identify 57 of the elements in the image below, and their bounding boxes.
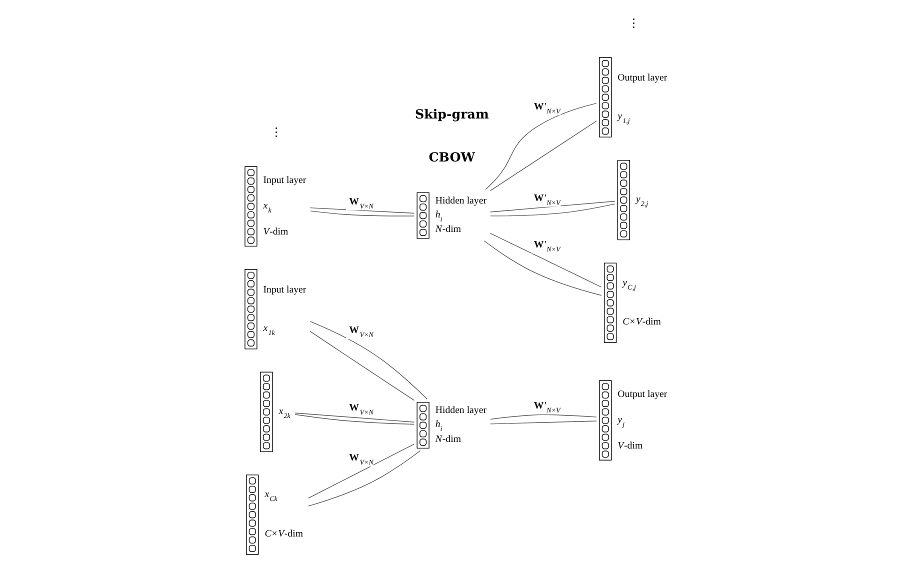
node-bar (416, 402, 430, 449)
node-label: C×V-dim (622, 316, 661, 328)
node-bar (244, 269, 258, 350)
connector (294, 412, 415, 422)
edge-label: W'$_{N×V}$ (534, 400, 560, 415)
connector (490, 200, 616, 212)
connector (490, 120, 597, 192)
node-label: Input layer (263, 174, 306, 186)
connector (294, 414, 414, 425)
label: CBOW (428, 149, 475, 164)
node-label: Output layer (618, 388, 668, 400)
connector (484, 240, 602, 296)
node-label: x$_{1k}$ (263, 322, 275, 337)
node-label: Output layer (618, 72, 668, 84)
node-label: Input layer (263, 284, 306, 296)
node-label: x$_{k}$ (263, 200, 272, 214)
label: ⋮ (270, 126, 282, 139)
node-label: Hidden layer (435, 405, 487, 416)
node-bar (416, 192, 430, 239)
edge-label: W'$_{N×V}$ (534, 192, 560, 207)
connector (490, 414, 597, 420)
edge-label: W$_{V×N}$ (349, 325, 374, 340)
node-bar (599, 380, 612, 460)
node-label: x$_{Ck}$ (264, 489, 278, 504)
connector (310, 330, 414, 401)
edge-label: W'$_{N×V}$ (534, 101, 560, 116)
node-label: y$_{j}$ (618, 414, 625, 428)
edge-label: W'$_{N×V}$ (534, 239, 560, 254)
node-label: Hidden layer (435, 195, 487, 206)
node-label: N-dim (435, 434, 462, 445)
connector (490, 420, 597, 424)
node-label: h$_{i}$ (435, 419, 442, 434)
node-bar (246, 474, 259, 555)
node-label: y$_{2,j}$ (636, 194, 648, 208)
node-label: x$_{2k}$ (278, 406, 290, 420)
node-label: h$_{i}$ (435, 209, 442, 224)
node-label: N-dim (435, 224, 462, 236)
node-label: y$_{1,j}$ (618, 110, 630, 125)
edge-label: W$_{V×N}$ (349, 402, 374, 417)
edge-label: W$_{V×N}$ (349, 196, 374, 210)
node-bar (260, 372, 273, 452)
node-bar (599, 57, 612, 138)
connector (310, 210, 414, 216)
label: ⋮ (628, 16, 640, 30)
connector (490, 204, 616, 216)
node-bar (244, 166, 258, 247)
label: Skip-gram (414, 106, 489, 122)
node-bar (604, 262, 617, 343)
node-label: y$_{C,j}$ (622, 277, 636, 292)
connector (490, 232, 602, 288)
node-label: V-dim (263, 226, 288, 238)
connector (485, 102, 597, 190)
edge-label: W$_{V×N}$ (349, 452, 374, 467)
node-label: V-dim (618, 440, 643, 452)
node-label: C×V-dim (264, 528, 303, 540)
connector (308, 444, 414, 498)
node-bar (617, 160, 630, 240)
